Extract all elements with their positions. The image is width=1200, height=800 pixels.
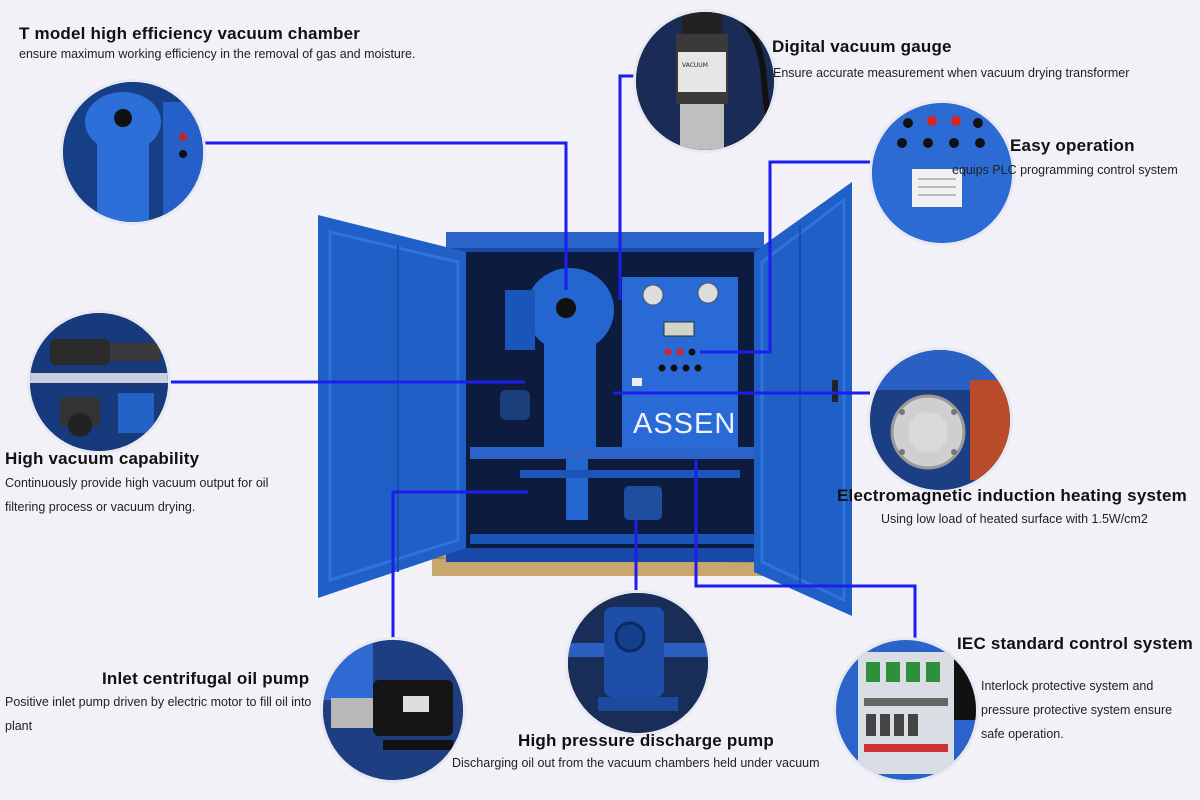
left-door: [318, 215, 466, 598]
high-vacuum-title: High vacuum capability: [5, 449, 200, 468]
discharge-pump-title: High pressure discharge pump: [518, 731, 774, 750]
door-handle: [832, 380, 838, 402]
vacuum-gauge-detail-image: VACUUM: [636, 12, 774, 150]
vacuum-chamber-detail-image: [63, 82, 203, 222]
brand-logo: ASSEN: [633, 408, 737, 440]
svg-text:VACUUM: VACUUM: [682, 62, 708, 69]
high-vacuum-detail-image: [30, 313, 168, 451]
discharge-pump-detail-image: [568, 593, 708, 733]
heating-desc: Using low load of heated surface with 1.…: [881, 512, 1148, 526]
vacuum-chamber-desc: ensure maximum working efficiency in the…: [19, 47, 416, 61]
heating-title: Electromagnetic induction heating system: [837, 486, 1187, 505]
vacuum-chamber-title: T model high efficiency vacuum chamber: [19, 24, 361, 43]
heating-detail-image: [870, 350, 1010, 490]
vacuum-gauge-desc: Ensure accurate measurement when vacuum …: [773, 66, 1130, 80]
easy-operation-title: Easy operation: [1010, 136, 1135, 155]
control-system-desc: Interlock protective system and pressure…: [981, 679, 1173, 741]
easy-operation-detail-image: [872, 103, 1012, 243]
vacuum-gauge-title: Digital vacuum gauge: [772, 37, 952, 56]
inlet-pump-detail-image: [323, 640, 463, 780]
discharge-pump-desc: Discharging oil out from the vacuum cham…: [452, 756, 820, 770]
high-vacuum-desc: Continuously provide high vacuum output …: [5, 476, 269, 514]
easy-operation-desc: equips PLC programming control system: [952, 163, 1178, 177]
control-system-title: IEC standard control system: [957, 634, 1193, 653]
control-system-detail-image: [836, 640, 976, 780]
inlet-pump-title: Inlet centrifugal oil pump: [102, 669, 310, 688]
discharge-pump-body: [624, 486, 662, 520]
inlet-pump-desc: Positive inlet pump driven by electric m…: [5, 695, 312, 733]
